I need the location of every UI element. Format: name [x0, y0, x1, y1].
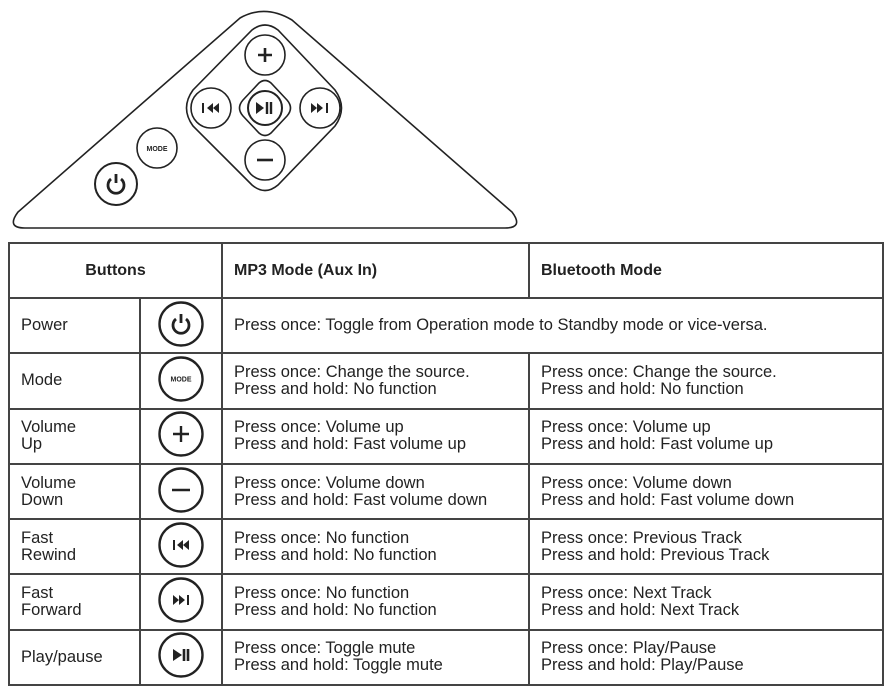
play-pause-icon [158, 632, 204, 679]
function-both-modes: Press once: Toggle from Operation mode t… [221, 296, 884, 355]
speaker-control-panel-diagram: MODE [12, 10, 518, 229]
mode-icon: MODE [158, 356, 204, 402]
play-pause-button[interactable] [247, 90, 283, 126]
text-line: Fast [21, 528, 54, 547]
text-line: Press once: Play/Pause [541, 639, 717, 658]
volume-up-button[interactable] [244, 34, 286, 76]
text-line: Volume [21, 473, 77, 492]
text-line: Press once: Next Track [541, 584, 712, 603]
svg-text:MODE: MODE [147, 146, 168, 153]
button-name: Power [8, 296, 141, 355]
button-functions-table: Buttons MP3 Mode (Aux In) Bluetooth Mode… [8, 242, 884, 687]
header-mp3: MP3 Mode (Aux In) [221, 242, 530, 299]
text-line: Press once: Volume down [234, 473, 425, 492]
text-line: Press once: No function [234, 528, 410, 547]
text-line: Press and hold: Fast volume down [541, 490, 795, 509]
button-name: Mode [8, 352, 141, 410]
button-icon-cell [139, 462, 223, 521]
text-line: Press once: Volume up [541, 418, 711, 437]
text-line: Press once: No function [234, 584, 410, 603]
rewind-button[interactable] [190, 87, 232, 129]
button-icon-cell [139, 296, 223, 355]
header-bluetooth: Bluetooth Mode [528, 242, 884, 299]
plus-icon [158, 411, 204, 457]
text-line: Up [21, 435, 43, 454]
text-line: Rewind [21, 545, 77, 564]
button-name: Play/pause [8, 628, 141, 687]
table-row: Power Press once: Toggle from Operation m… [8, 296, 884, 355]
text-line: Forward [21, 601, 82, 620]
text-line: Press once: Change the source. [541, 362, 777, 381]
power-icon [158, 300, 204, 347]
text-line: Press and hold: Fast volume down [234, 490, 488, 509]
button-icon-cell [139, 407, 223, 465]
button-icon-cell [139, 573, 223, 631]
text-line: Volume [21, 418, 77, 437]
mode-button[interactable]: MODE [136, 127, 178, 169]
button-icon-cell [139, 628, 223, 687]
text-line: Press and hold: No function [234, 545, 437, 564]
forward-icon [158, 577, 204, 623]
button-icon-cell [139, 518, 223, 576]
header-buttons: Buttons [8, 242, 223, 299]
minus-icon [158, 466, 204, 513]
text-line: Press and hold: No function [541, 379, 744, 398]
text-line: Press once: Change the source. [234, 362, 470, 381]
text-line: Press once: Volume down [541, 473, 732, 492]
text-line: Press once: Toggle mute [234, 639, 416, 658]
button-icon-cell: MODE [139, 352, 223, 410]
text-line: Press once: Volume up [234, 418, 404, 437]
svg-text:MODE: MODE [171, 376, 192, 383]
text-line: Press and hold: Play/Pause [541, 656, 744, 675]
text-line: Press and hold: Previous Track [541, 545, 770, 564]
function-mp3: Press once: Change the source.Press and … [221, 352, 530, 410]
function-bluetooth: Press once: Change the source.Press and … [528, 352, 884, 410]
text-line: Fast [21, 584, 54, 603]
text-line: Play/pause [21, 647, 103, 666]
text-line: Press and hold: Toggle mute [234, 656, 443, 675]
panel-outline [12, 10, 518, 229]
text-line: Mode [21, 371, 63, 390]
text-line: Down [21, 490, 64, 509]
rewind-icon [158, 522, 204, 568]
dpad-outline [185, 24, 343, 192]
power-button[interactable] [94, 162, 138, 206]
text-line: Press and hold: Next Track [541, 601, 740, 620]
text-line: Power [21, 316, 68, 335]
text-line: Press and hold: Fast volume up [541, 435, 774, 454]
text-line: Press and hold: Fast volume up [234, 435, 467, 454]
text-line: Press once: Previous Track [541, 528, 742, 547]
play-diamond [238, 79, 292, 137]
text-line: Press and hold: No function [234, 601, 437, 620]
forward-button[interactable] [299, 87, 341, 129]
volume-down-button[interactable] [244, 139, 286, 181]
text-line: Press and hold: No function [234, 379, 437, 398]
text-line: Press once: Toggle from Operation mode t… [234, 316, 768, 335]
